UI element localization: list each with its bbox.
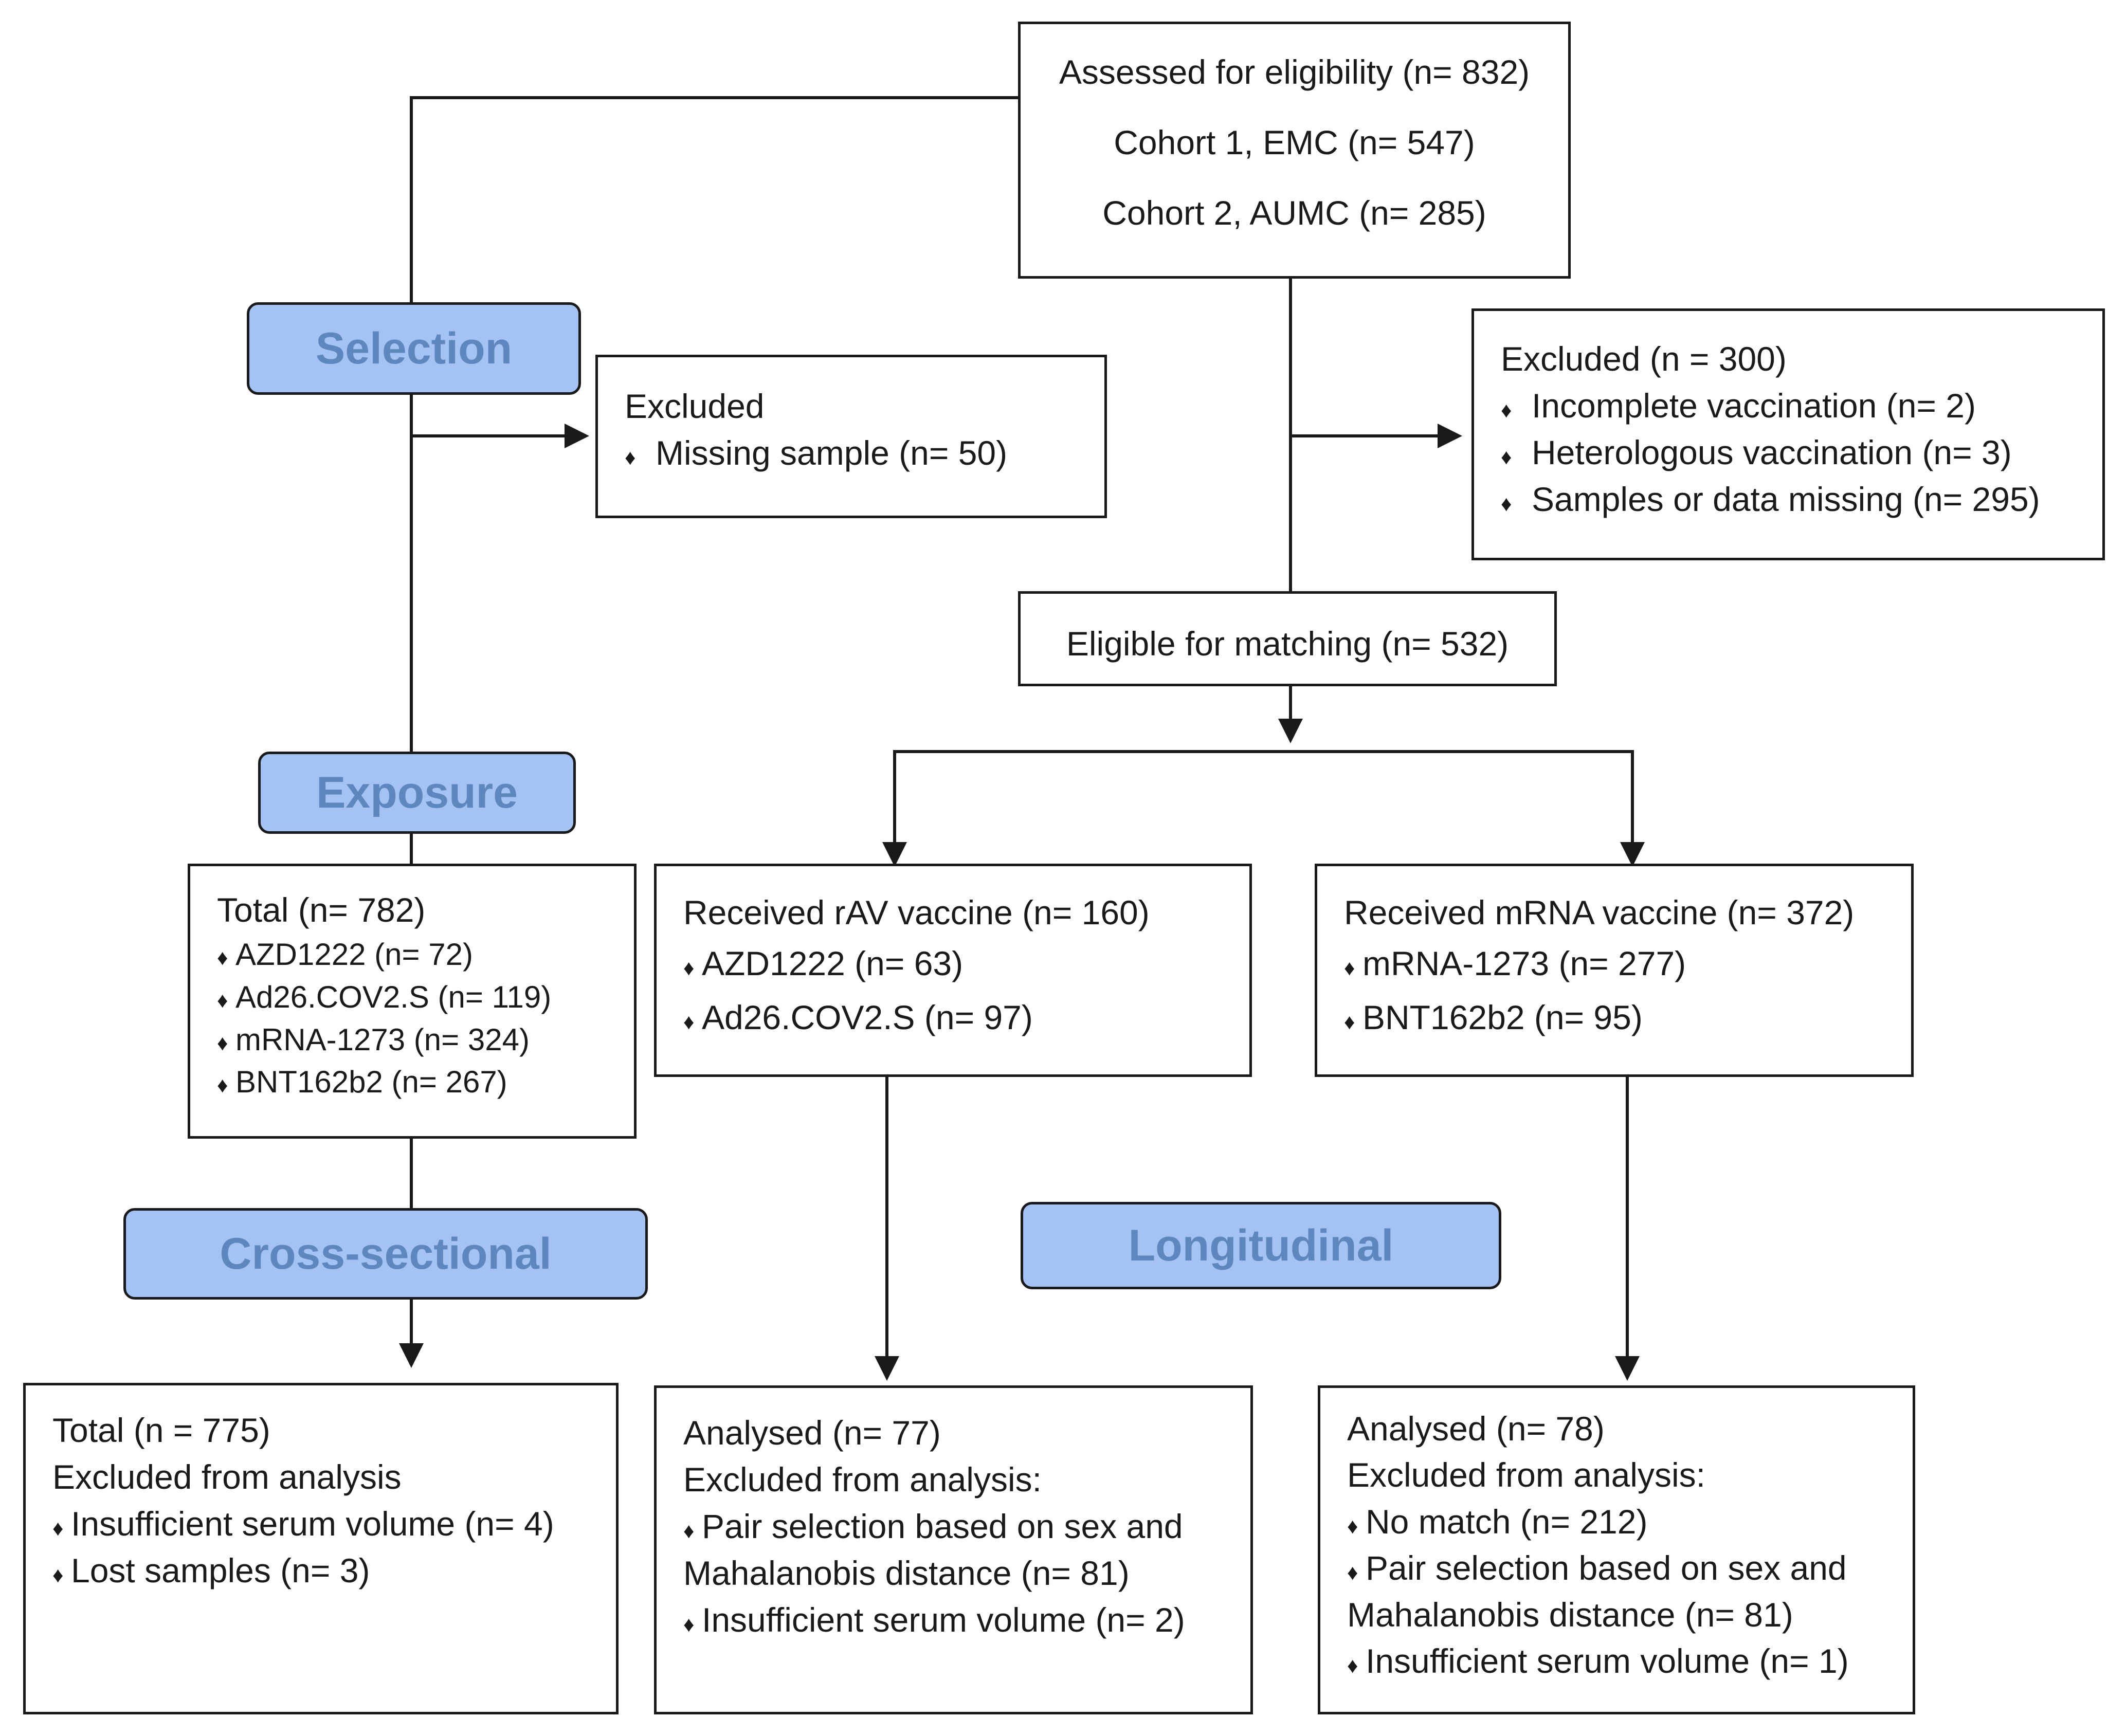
excluded-right-title: Excluded (n = 300): [1501, 340, 1787, 378]
bullet-icon: ♦: [625, 445, 636, 470]
excluded-right-item: ♦ Samples or data missing (n= 295): [1501, 480, 2040, 519]
total-exposure-title: Total (n= 782): [217, 891, 426, 929]
bullet-icon: ♦: [683, 1519, 695, 1543]
excluded-right-item: ♦ Incomplete vaccination (n= 2): [1501, 387, 1976, 425]
bullet-icon: ♦: [683, 956, 695, 980]
exclusion-item: ♦ Insufficient serum volume (n= 2): [683, 1601, 1185, 1639]
bullet-icon: ♦: [1344, 1010, 1355, 1034]
mrna-result-subtitle: Excluded from analysis:: [1347, 1456, 1705, 1494]
bullet-icon: ♦: [1344, 956, 1355, 980]
vaccine-item: ♦ Ad26.COV2.S (n= 119): [217, 979, 552, 1014]
mrna-result-title: Analysed (n= 78): [1347, 1410, 1605, 1448]
excluded-left-box: Excluded ♦ Missing sample (n= 50): [595, 355, 1107, 518]
stage-cross-sectional-label: Cross-sectional: [220, 1229, 552, 1278]
stage-cross-sectional: Cross-sectional: [123, 1208, 648, 1300]
bullet-icon: ♦: [683, 1010, 695, 1034]
rav-result-box: Analysed (n= 77) Excluded from analysis:…: [654, 1385, 1253, 1714]
exclusion-item-continued: Mahalanobis distance (n= 81): [1347, 1595, 1793, 1634]
excluded-left-item: ♦ Missing sample (n= 50): [625, 434, 1008, 472]
mrna-box: Received mRNA vaccine (n= 372) ♦ mRNA-12…: [1315, 864, 1914, 1077]
vaccine-item: ♦ AZD1222 (n= 63): [683, 944, 964, 983]
cross-result-title: Total (n = 775): [52, 1411, 270, 1449]
bullet-icon: ♦: [52, 1516, 64, 1541]
assessed-box: Assessed for eligibility (n= 832) Cohort…: [1018, 22, 1571, 279]
bullet-icon: ♦: [1501, 398, 1512, 423]
stage-longitudinal-label: Longitudinal: [1128, 1220, 1394, 1270]
vaccine-item: ♦ Ad26.COV2.S (n= 97): [683, 998, 1033, 1037]
exclusion-item: ♦ Lost samples (n= 3): [52, 1551, 370, 1590]
bullet-icon: ♦: [1347, 1653, 1358, 1678]
excluded-right-box: Excluded (n = 300) ♦ Incomplete vaccinat…: [1471, 308, 2105, 560]
connector-assessed-to-left-spine: [410, 96, 1018, 864]
excluded-left-title: Excluded: [625, 387, 765, 425]
stage-longitudinal: Longitudinal: [1021, 1202, 1501, 1289]
cross-result-box: Total (n = 775) Excluded from analysis ♦…: [23, 1383, 619, 1714]
bullet-icon: ♦: [1347, 1560, 1358, 1585]
bullet-icon: ♦: [1347, 1513, 1358, 1538]
stage-selection-label: Selection: [315, 323, 513, 373]
stage-exposure-label: Exposure: [316, 768, 518, 817]
rav-result-subtitle: Excluded from analysis:: [683, 1460, 1042, 1499]
mrna-title: Received mRNA vaccine (n= 372): [1344, 893, 1855, 931]
rav-title: Received rAV vaccine (n= 160): [683, 893, 1150, 931]
bullet-icon: ♦: [52, 1563, 64, 1587]
rav-result-title: Analysed (n= 77): [683, 1414, 941, 1452]
stage-selection: Selection: [247, 302, 581, 395]
cohort2-label: Cohort 2, AUMC (n= 285): [1102, 194, 1486, 232]
vaccine-item: ♦ BNT162b2 (n= 267): [217, 1065, 507, 1100]
bullet-icon: ♦: [217, 1030, 228, 1055]
assessed-title: Assessed for eligibility (n= 832): [1059, 53, 1530, 91]
exclusion-item: ♦ Pair selection based on sex and: [683, 1507, 1183, 1546]
connector-split: [893, 750, 1634, 864]
exclusion-item: ♦ Insufficient serum volume (n= 1): [1347, 1642, 1849, 1680]
eligible-label: Eligible for matching (n= 532): [1066, 625, 1509, 663]
bullet-icon: ♦: [217, 1073, 228, 1098]
bullet-icon: ♦: [217, 945, 228, 970]
exclusion-item-continued: Mahalanobis distance (n= 81): [683, 1554, 1130, 1593]
excluded-right-item: ♦ Heterologous vaccination (n= 3): [1501, 433, 2012, 472]
exclusion-item: ♦ No match (n= 212): [1347, 1502, 1648, 1541]
exclusion-item: ♦ Pair selection based on sex and: [1347, 1549, 1847, 1587]
exclusion-item: ♦ Insufficient serum volume (n= 4): [52, 1505, 554, 1543]
stage-exposure: Exposure: [258, 752, 576, 834]
vaccine-item: ♦ mRNA-1273 (n= 324): [217, 1022, 530, 1057]
bullet-icon: ♦: [1501, 445, 1512, 469]
cohort1-label: Cohort 1, EMC (n= 547): [1114, 123, 1475, 162]
vaccine-item: ♦ BNT162b2 (n= 95): [1344, 998, 1643, 1037]
rav-box: Received rAV vaccine (n= 160) ♦ AZD1222 …: [654, 864, 1252, 1077]
mrna-result-box: Analysed (n= 78) Excluded from analysis:…: [1318, 1385, 1915, 1714]
bullet-icon: ♦: [683, 1612, 695, 1637]
eligible-box: Eligible for matching (n= 532): [1018, 591, 1557, 686]
bullet-icon: ♦: [1501, 491, 1512, 516]
bullet-icon: ♦: [217, 988, 228, 1012]
cross-result-subtitle: Excluded from analysis: [52, 1458, 402, 1496]
vaccine-item: ♦ AZD1222 (n= 72): [217, 937, 473, 972]
vaccine-item: ♦ mRNA-1273 (n= 277): [1344, 944, 1686, 983]
total-exposure-box: Total (n= 782) ♦ AZD1222 (n= 72) ♦ Ad26.…: [188, 864, 637, 1139]
